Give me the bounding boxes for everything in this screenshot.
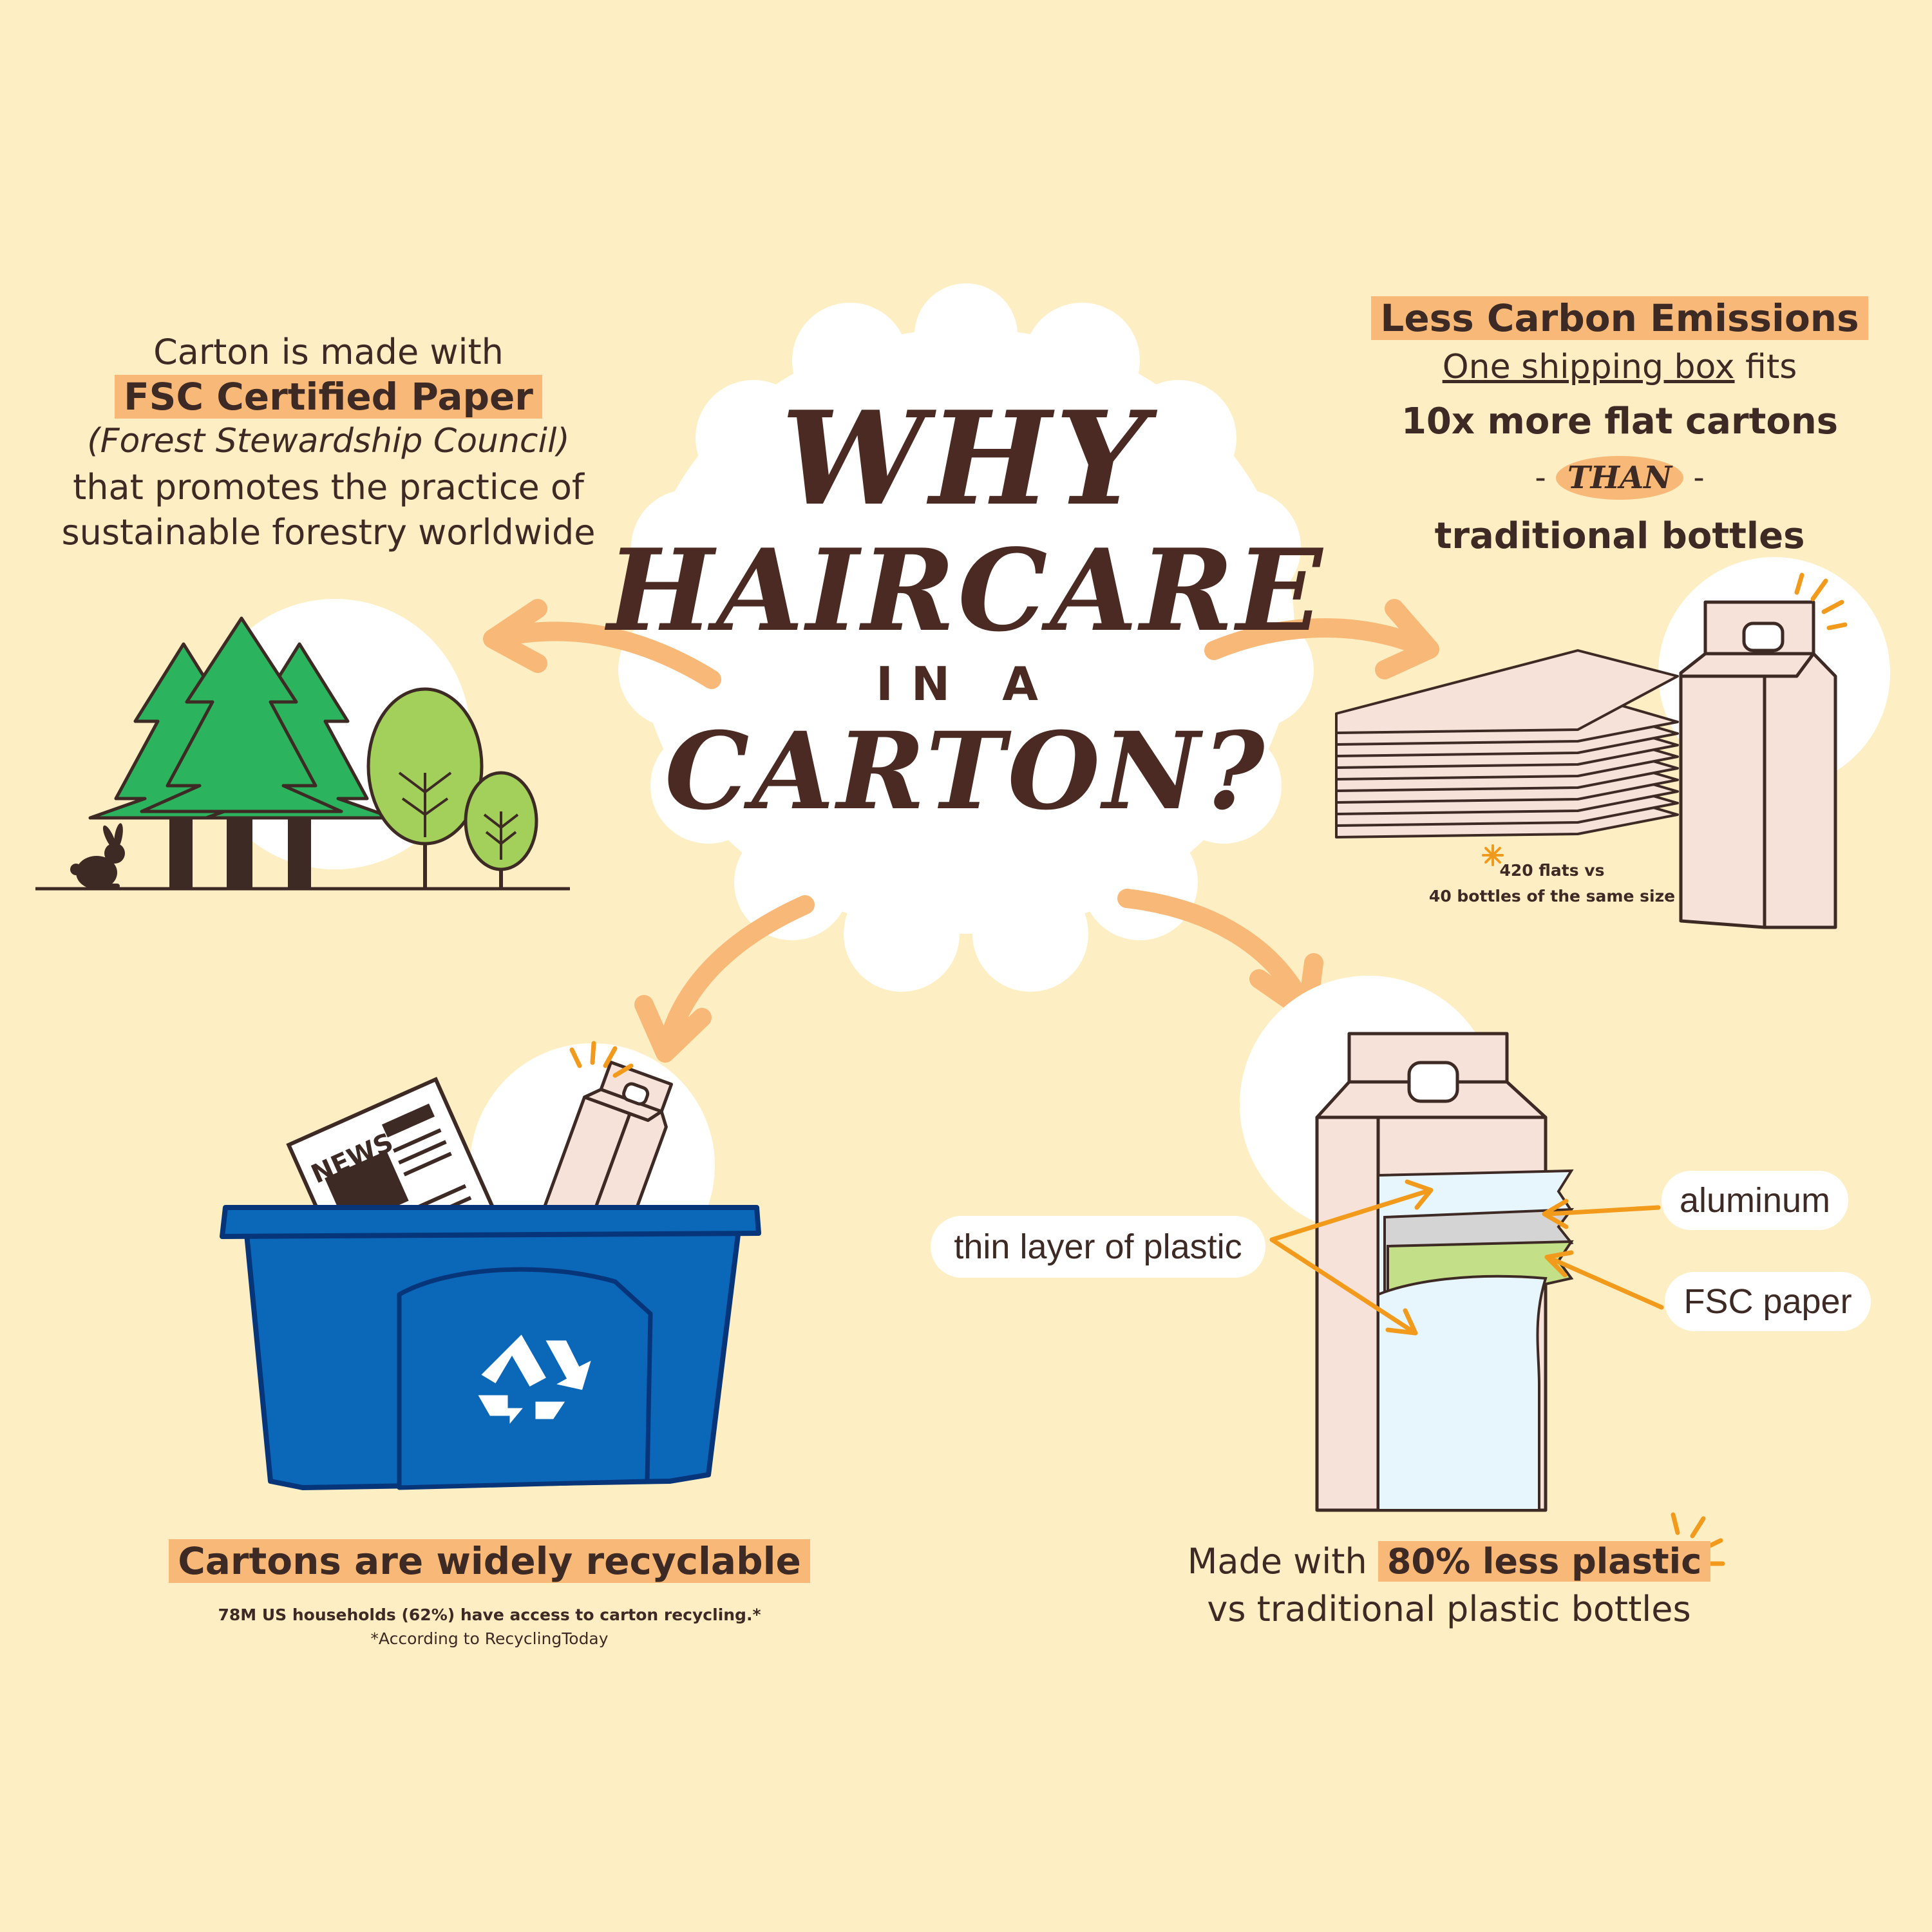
carbon-heading-wrap: Less Carbon Emissions	[1314, 296, 1926, 340]
shipping-box-text: One shipping box	[1442, 348, 1735, 386]
plastic-line-1: Made with 80% less plastic	[1095, 1541, 1803, 1582]
fsc-highlight-wrap: FSC Certified Paper	[39, 375, 618, 419]
arrow-to-forest	[489, 621, 721, 689]
title-line-haircare: HAIRCARE	[607, 525, 1325, 657]
recycle-icon	[475, 1331, 594, 1430]
plastic-highlight: 80% less plastic	[1378, 1541, 1711, 1582]
arrow-to-forest-head	[483, 599, 547, 673]
carbon-bottles: traditional bottles	[1434, 515, 1805, 557]
carbon-note-flats: 420 flats vs	[1499, 861, 1605, 880]
fsc-worldwide: sustainable forestry worldwide	[61, 512, 596, 553]
fsc-promotes: that promotes the practice of	[73, 467, 584, 507]
plastic-prefix: Made with	[1187, 1541, 1367, 1582]
carton-layers-illustration	[1240, 976, 1725, 1566]
forest-illustration	[35, 599, 570, 891]
arrow-to-shipping	[1204, 618, 1433, 660]
label-thin-plastic: thin layer of plastic	[931, 1216, 1265, 1278]
flat-cartons-illustration	[1335, 557, 1890, 929]
plastic-line-2: vs traditional plastic bottles	[1207, 1589, 1691, 1629]
pine-tree-center	[140, 616, 343, 813]
title-line-in-a: IN A	[876, 657, 1056, 711]
upright-carton	[1679, 600, 1837, 929]
title-line-carton: CARTON?	[665, 708, 1267, 833]
arrow-to-bin	[657, 895, 815, 1059]
carbon-note-bottles: 40 bottles of the same size	[1428, 887, 1676, 905]
label-arrows	[1269, 1179, 1664, 1336]
carbon-ten-x: 10x more flat cartons	[1401, 401, 1839, 442]
bin-sparkle-icon	[569, 1041, 634, 1078]
carbon-heading: Less Carbon Emissions	[1371, 296, 1868, 340]
connector-arrows	[483, 599, 1439, 1063]
recycle-source: *According to RecyclingToday	[370, 1629, 609, 1648]
bin-rim	[220, 1205, 761, 1239]
label-fsc-paper: FSC paper	[1665, 1272, 1871, 1331]
asterisk-icon	[1482, 844, 1504, 866]
recycle-stat: 78M US households (62%) have access to c…	[218, 1605, 761, 1624]
carbon-than-wrap: - THAN -	[1314, 456, 1926, 500]
sparkle-icon	[1794, 573, 1848, 630]
plastic-sparkle-icon	[1671, 1512, 1725, 1566]
fits-text: fits	[1745, 348, 1797, 386]
layer-plastic-inner	[1377, 1274, 1548, 1511]
fsc-intro: Carton is made with	[153, 332, 504, 372]
title-line-why: WHY	[781, 383, 1151, 535]
carbon-shipping-line: One shipping box fits	[1314, 348, 1926, 386]
recycle-heading-wrap: Cartons are widely recyclable	[97, 1539, 882, 1583]
fsc-certified-paper: FSC Certified Paper	[115, 375, 542, 419]
fsc-council: (Forest Stewardship Council)	[87, 422, 570, 460]
flat-carton-stack	[1335, 649, 1679, 838]
arrow-to-layers	[1117, 889, 1314, 1018]
arrow-to-shipping-head	[1375, 599, 1439, 679]
carbon-than: THAN	[1555, 456, 1684, 500]
recycling-bin-illustration: NEWS	[220, 1041, 761, 1490]
recycle-heading: Cartons are widely recyclable	[169, 1539, 810, 1583]
label-aluminum: aluminum	[1662, 1171, 1848, 1230]
rabbit-icon	[70, 823, 125, 889]
arrow-to-bin-head	[634, 995, 712, 1063]
round-tree-large	[366, 687, 484, 846]
